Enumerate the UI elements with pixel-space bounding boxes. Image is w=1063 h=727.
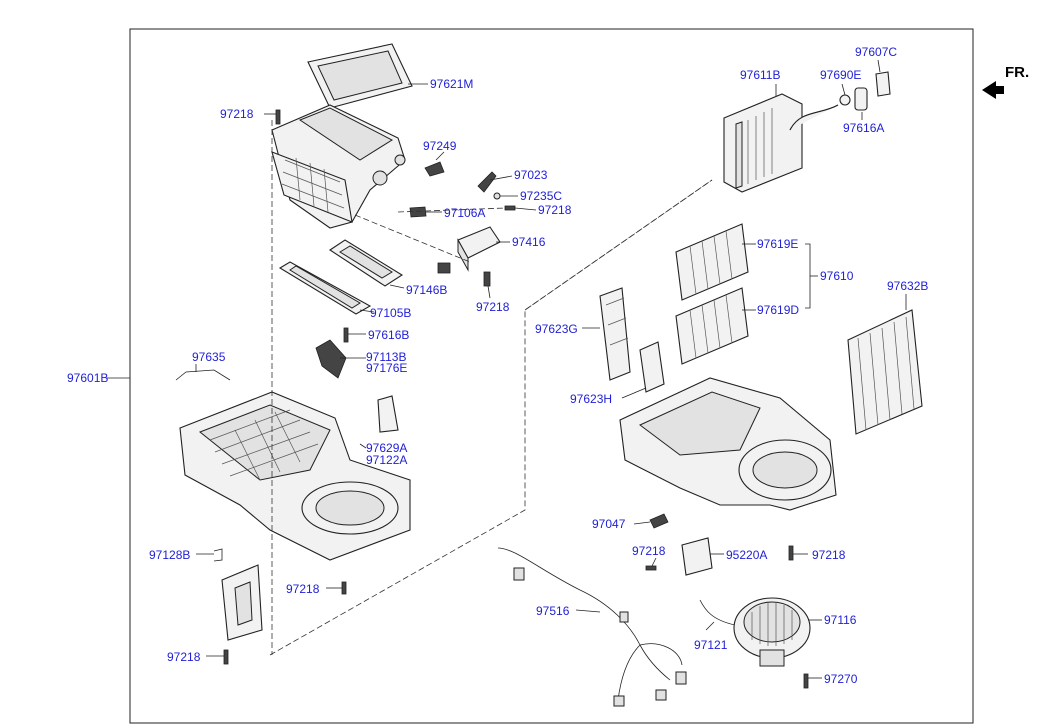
part-97629A <box>377 395 399 433</box>
callout-97023: 97023 <box>514 168 548 182</box>
callout-97105B: 97105B <box>370 306 411 320</box>
callout-97690E: 97690E <box>820 68 861 82</box>
filter-97105B <box>278 261 372 315</box>
filter-97619D <box>675 287 749 365</box>
front-direction-arrow-icon <box>982 81 1004 99</box>
callout-97218-b: 97218 <box>538 203 572 217</box>
evaporator-97611B <box>723 93 839 193</box>
blower-case-left <box>179 391 411 561</box>
filter-97619E <box>675 223 749 301</box>
filter-97146B <box>329 239 404 287</box>
callout-97607C: 97607C <box>855 45 897 59</box>
part-97270 <box>803 673 809 689</box>
guide-line-left-diag <box>354 214 471 263</box>
callout-97416: 97416 <box>512 235 546 249</box>
resistor-95220A <box>681 537 713 576</box>
callout-97610: 97610 <box>820 269 854 283</box>
connector-a <box>513 567 525 581</box>
callout-97621M: 97621M <box>430 77 473 91</box>
callout-97113B: 97113B <box>366 350 406 364</box>
part-97249 <box>424 161 445 177</box>
part-97218-screw-c <box>223 649 229 665</box>
connector-d <box>675 671 687 685</box>
callout-97235C: 97235C <box>520 189 562 203</box>
leader-lines <box>106 59 907 679</box>
sensor-97635 <box>175 369 231 381</box>
callout-97249: 97249 <box>423 139 457 153</box>
callout-97623H: 97623H <box>570 392 612 406</box>
part-97023 <box>477 171 497 193</box>
part-97128B <box>213 548 223 562</box>
seal-97621M <box>307 43 413 109</box>
part-97218-screw-b <box>341 581 347 595</box>
blower-motor-97116 <box>733 597 811 667</box>
part-97607C <box>875 71 891 97</box>
callout-97218-e: 97218 <box>167 650 201 664</box>
part-97616A <box>854 87 868 111</box>
connector-e <box>613 695 625 707</box>
callout-97146B: 97146B <box>406 283 447 297</box>
callout-97601B: 97601B <box>67 371 108 385</box>
callout-97632B: 97632B <box>887 279 928 293</box>
callout-97616B: 97616B <box>368 328 409 342</box>
blower-case-right <box>619 377 837 511</box>
connector-c <box>655 689 667 701</box>
callout-95220A: 95220A <box>726 548 767 562</box>
callout-97218-c: 97218 <box>476 300 510 314</box>
part-97218-screw-f <box>788 545 794 561</box>
filter-97632B <box>847 309 923 435</box>
callout-97619D: 97619D <box>757 303 799 317</box>
callout-97128B: 97128B <box>149 548 190 562</box>
guide-line-center-2 <box>524 179 713 311</box>
part-97218-screw-e <box>645 565 657 571</box>
callout-97270: 97270 <box>824 672 858 686</box>
cover-97623H <box>639 341 665 393</box>
callout-97616A: 97616A <box>843 121 884 135</box>
callout-97218-f: 97218 <box>632 544 666 558</box>
wiring-97516 <box>497 547 683 701</box>
connector-b <box>619 611 629 623</box>
callout-97629A: 97629A <box>366 441 407 455</box>
callout-97516: 97516 <box>536 604 570 618</box>
intake-duct-upper <box>271 104 406 229</box>
callout-97611B: 97611B <box>740 68 780 82</box>
actuator-97113B <box>315 339 347 379</box>
callout-97176E: 97176E <box>366 361 407 375</box>
hose-97121 <box>699 599 736 626</box>
part-97106A <box>409 206 427 218</box>
callout-97218-g: 97218 <box>812 548 846 562</box>
part-97235C <box>493 192 501 200</box>
callout-97122A: 97122A <box>366 453 407 467</box>
part-97218-screw-d <box>275 109 281 125</box>
cover-97623G <box>599 287 631 381</box>
callout-97619E: 97619E <box>757 237 798 251</box>
callout-97121: 97121 <box>694 638 728 652</box>
part-97690E <box>839 94 851 106</box>
callout-97218-a: 97218 <box>220 107 254 121</box>
guide-line-97218 <box>397 207 507 213</box>
callout-97635: 97635 <box>192 350 226 364</box>
direction-label: FR. <box>1005 64 1029 81</box>
callout-97623G: 97623G <box>535 322 578 336</box>
callout-97116: 97116 <box>824 613 857 627</box>
actuator-97416 <box>437 226 501 287</box>
part-97616B <box>343 327 349 343</box>
bracket-left <box>221 564 263 641</box>
callout-97106A: 97106A <box>444 206 485 220</box>
part-97047 <box>649 513 669 529</box>
part-97218-screw-a <box>504 205 516 211</box>
callout-97218-d: 97218 <box>286 582 320 596</box>
diagram-frame <box>129 28 974 724</box>
callout-97047: 97047 <box>592 517 626 531</box>
